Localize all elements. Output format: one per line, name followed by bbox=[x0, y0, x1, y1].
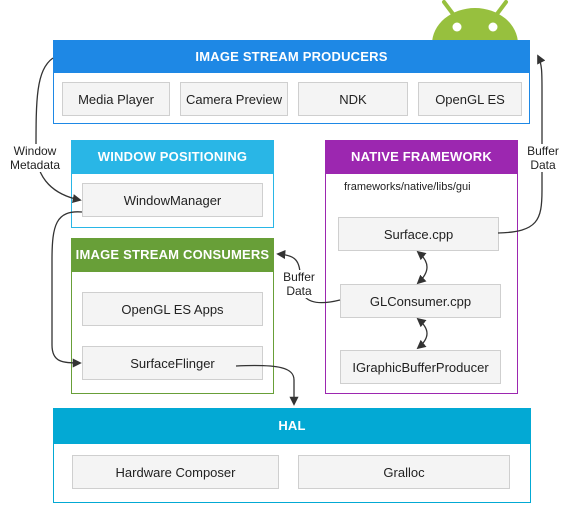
buffer-data-mid-label: Buffer Data bbox=[279, 270, 319, 298]
producers-header: IMAGE STREAM PRODUCERS bbox=[53, 40, 530, 73]
camera-preview-box: Camera Preview bbox=[180, 82, 288, 116]
surface-glconsumer-arrow bbox=[416, 250, 428, 285]
hal-panel: HAL Hardware Composer Gralloc bbox=[53, 408, 531, 503]
media-player-box: Media Player bbox=[62, 82, 170, 116]
glconsumer-cpp-box: GLConsumer.cpp bbox=[340, 284, 501, 318]
buffer-data-mid-label-line1: Buffer bbox=[283, 270, 315, 284]
ndk-box: NDK bbox=[298, 82, 408, 116]
buffer-data-right-label-line1: Buffer bbox=[527, 144, 559, 158]
buffer-data-right-label: Buffer Data bbox=[522, 144, 564, 172]
window-metadata-arrow bbox=[35, 57, 82, 204]
surfaceflinger-to-hal-arrow bbox=[235, 364, 299, 406]
glconsumer-producer-arrow bbox=[416, 317, 428, 350]
surfaceflinger-box: SurfaceFlinger bbox=[82, 346, 263, 380]
surface-cpp-box: Surface.cpp bbox=[338, 217, 499, 251]
window-positioning-header: WINDOW POSITIONING bbox=[71, 140, 274, 174]
buffer-data-right-arrow bbox=[497, 54, 546, 234]
gralloc-box: Gralloc bbox=[298, 455, 510, 489]
opengl-es-box: OpenGL ES bbox=[418, 82, 522, 116]
native-framework-header: NATIVE FRAMEWORK bbox=[325, 140, 518, 174]
consumers-panel: IMAGE STREAM CONSUMERS OpenGL ES Apps Su… bbox=[71, 238, 274, 394]
android-robot-icon bbox=[432, 0, 518, 44]
buffer-data-mid-label-line2: Data bbox=[286, 284, 312, 298]
window-metadata-label-line2: Metadata bbox=[9, 158, 61, 172]
igraphicbufferproducer-box: IGraphicBufferProducer bbox=[340, 350, 501, 384]
native-framework-panel: NATIVE FRAMEWORK frameworks/native/libs/… bbox=[325, 140, 518, 394]
window-metadata-label: Window Metadata bbox=[5, 144, 65, 172]
producers-panel: IMAGE STREAM PRODUCERS Media Player Came… bbox=[53, 40, 530, 124]
wm-to-surfaceflinger-arrow bbox=[51, 211, 83, 368]
hal-header: HAL bbox=[53, 408, 531, 444]
window-positioning-panel: WINDOW POSITIONING WindowManager bbox=[71, 140, 274, 228]
window-manager-box: WindowManager bbox=[82, 183, 263, 217]
buffer-data-right-label-line2: Data bbox=[530, 158, 556, 172]
opengl-es-apps-box: OpenGL ES Apps bbox=[82, 292, 263, 326]
hardware-composer-box: Hardware Composer bbox=[72, 455, 279, 489]
window-metadata-label-line1: Window bbox=[13, 144, 57, 158]
consumers-header: IMAGE STREAM CONSUMERS bbox=[71, 238, 274, 272]
native-framework-path: frameworks/native/libs/gui bbox=[344, 181, 471, 193]
